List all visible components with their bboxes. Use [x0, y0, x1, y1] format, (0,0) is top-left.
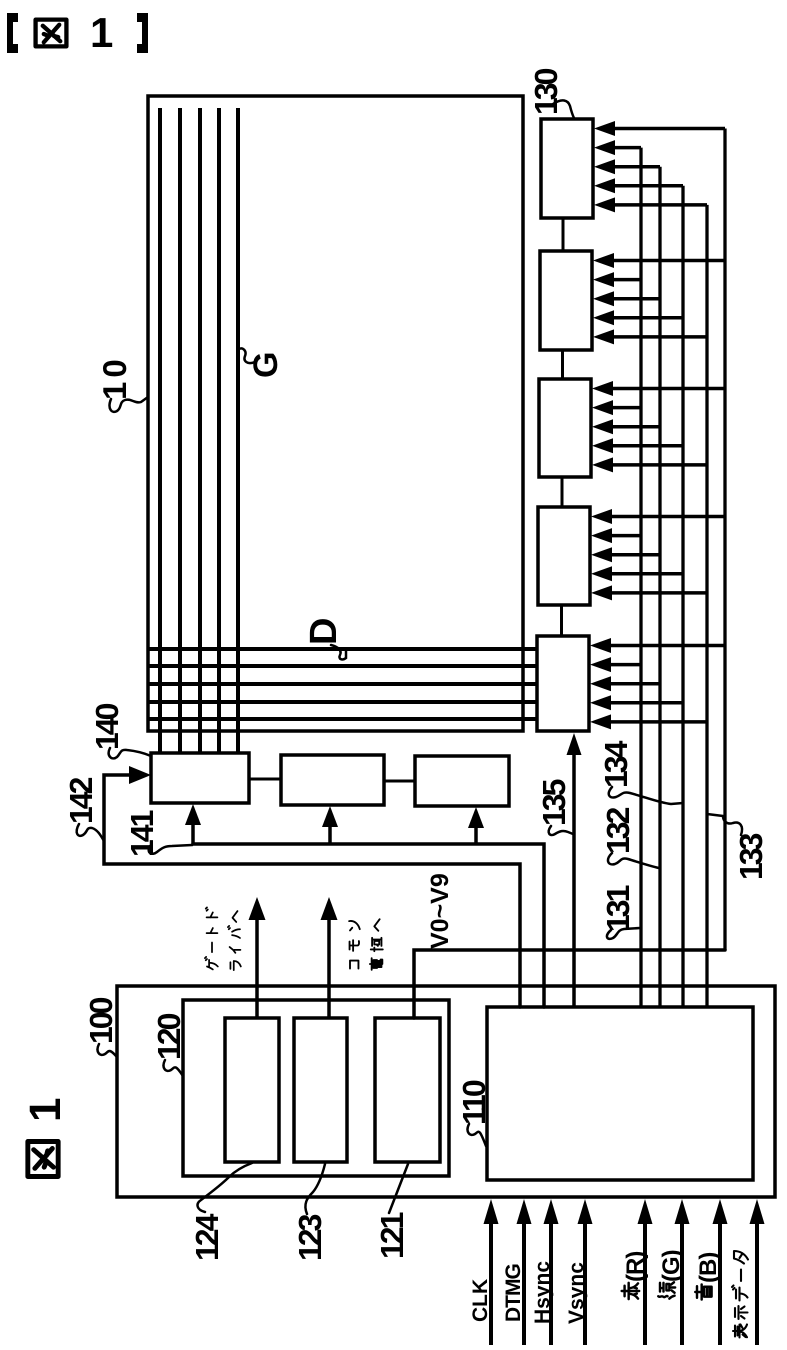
- svg-text:133: 133: [733, 833, 769, 880]
- svg-text:124: 124: [189, 1213, 225, 1261]
- svg-text:100: 100: [83, 997, 119, 1044]
- svg-text:121: 121: [374, 1212, 410, 1259]
- svg-text:V0~V9: V0~V9: [426, 873, 454, 949]
- svg-text:130: 130: [528, 68, 564, 115]
- svg-text:134: 134: [598, 740, 634, 788]
- svg-text:Hsync: Hsync: [531, 1261, 554, 1324]
- svg-text:1: 1: [21, 1098, 70, 1122]
- svg-text:(B): (B): [695, 1253, 722, 1283]
- svg-text:142: 142: [63, 777, 99, 824]
- svg-text:110: 110: [456, 1080, 492, 1125]
- svg-text:140: 140: [89, 703, 125, 750]
- svg-text:132: 132: [600, 807, 636, 854]
- svg-text:Vsync: Vsync: [565, 1262, 588, 1324]
- svg-text:10: 10: [96, 355, 133, 400]
- svg-text:(R): (R): [622, 1252, 649, 1282]
- svg-text:141: 141: [124, 810, 160, 857]
- svg-text:D: D: [303, 618, 345, 645]
- svg-text:CLK: CLK: [469, 1279, 492, 1322]
- svg-text:(G): (G): [658, 1250, 685, 1282]
- svg-text:131: 131: [600, 885, 636, 932]
- svg-text:123: 123: [292, 1214, 328, 1261]
- svg-text:DTMG: DTMG: [502, 1264, 525, 1322]
- svg-text:135: 135: [536, 779, 572, 826]
- svg-text:120: 120: [151, 1013, 187, 1060]
- svg-text:G: G: [247, 352, 285, 378]
- svg-text:1: 1: [90, 9, 113, 56]
